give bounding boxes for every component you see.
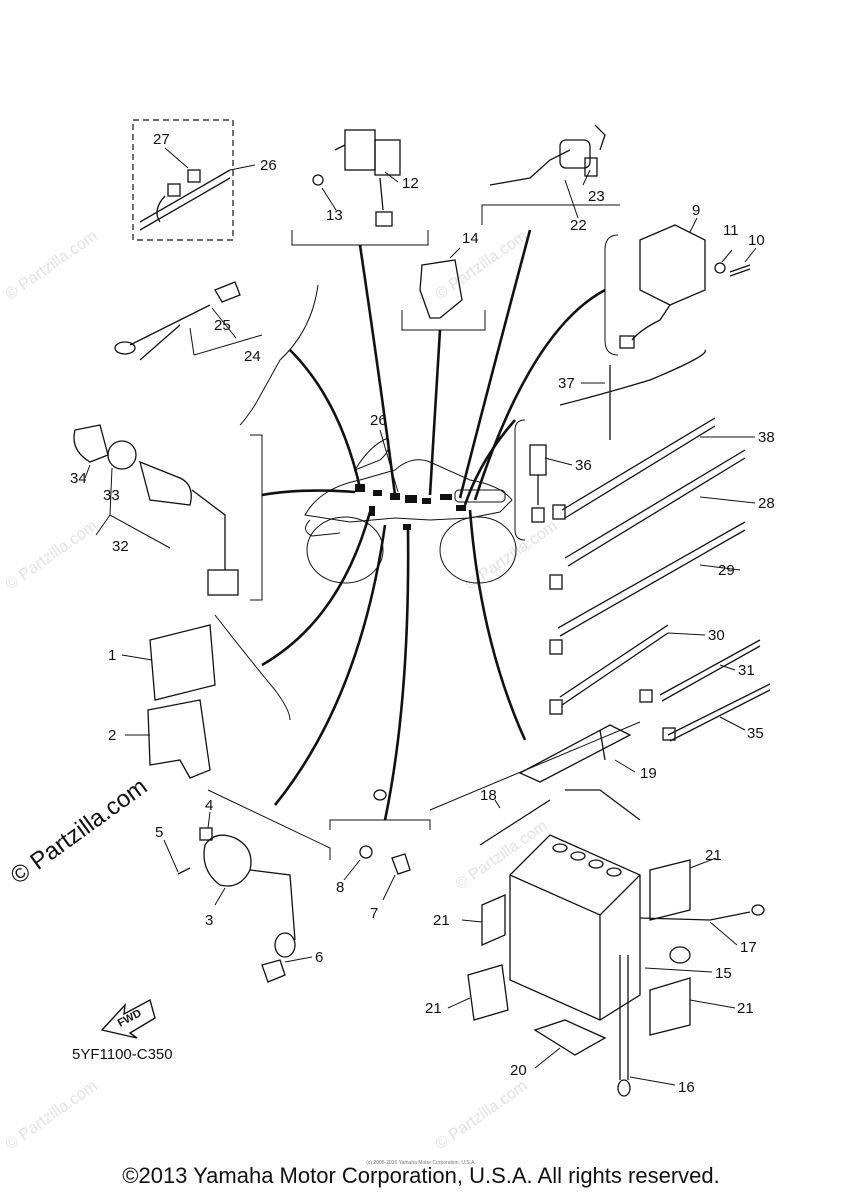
callout-6: 6: [315, 949, 323, 966]
callout-21: 21: [425, 1000, 442, 1017]
watermark: © Partzilla.com: [453, 818, 551, 894]
watermarks: © Partzilla.com © Partzilla.com © Partzi…: [3, 228, 561, 1154]
watermark: © Partzilla.com: [433, 1078, 531, 1154]
callout-21: 21: [433, 912, 450, 929]
callout-14: 14: [462, 230, 479, 247]
callout-13: 13: [326, 207, 343, 224]
callout-10: 10: [748, 232, 765, 249]
copyright-footer: ©2013 Yamaha Motor Corporation, U.S.A. A…: [122, 1163, 720, 1188]
small-copyright: (c) 2005-2016 Yamaha Motor Corporation, …: [366, 1160, 476, 1166]
callout-19: 19: [640, 765, 657, 782]
callout-28: 28: [758, 495, 775, 512]
callout-27: 27: [153, 131, 170, 148]
callout-21: 21: [737, 1000, 754, 1017]
callout-4: 4: [205, 797, 213, 814]
callout-35: 35: [747, 725, 764, 742]
callout-11: 11: [723, 222, 739, 239]
callout-17: 17: [740, 939, 757, 956]
callout-16: 16: [678, 1079, 695, 1096]
callout-21: 21: [705, 847, 722, 864]
callout-3: 3: [205, 912, 213, 929]
leader-lines: [84, 147, 757, 1086]
callout-38: 38: [758, 429, 775, 446]
callout-23: 23: [588, 188, 605, 205]
callout-12: 12: [402, 175, 419, 192]
diagram-code: 5YF1100-C350: [72, 1046, 173, 1063]
fwd-arrow-icon: FWD: [100, 998, 156, 1039]
callout-8: 8: [336, 879, 344, 896]
callout-30: 30: [708, 627, 725, 644]
callout-18: 18: [480, 787, 497, 804]
callout-24: 24: [244, 348, 261, 365]
atv-silhouette: [304, 437, 517, 584]
callout-34: 34: [70, 470, 87, 487]
callout-5: 5: [155, 824, 163, 841]
components: [73, 124, 771, 1097]
callout-15: 15: [715, 965, 732, 982]
callout-labels: 1 2 3 4 5 6 7 8 9 10 11 12 13 14 15 16 1…: [70, 131, 775, 1096]
callout-36: 36: [575, 457, 592, 474]
watermark: © Partzilla.com: [433, 228, 531, 304]
callout-7: 7: [370, 905, 378, 922]
callout-26: 26: [260, 157, 277, 174]
watermark: © Partzilla.com: [3, 518, 101, 594]
callout-9: 9: [692, 202, 700, 219]
callout-2: 2: [108, 727, 116, 744]
callout-1: 1: [108, 647, 116, 664]
callout-22: 22: [570, 217, 587, 234]
watermark: © Partzilla.com: [3, 228, 101, 304]
callout-37: 37: [558, 375, 575, 392]
callout-33: 33: [103, 487, 120, 504]
callout-20: 20: [510, 1062, 527, 1079]
group-brackets: [132, 119, 641, 860]
callout-25: 25: [214, 317, 231, 334]
partzilla-watermark: © Partzilla.com: [6, 773, 153, 890]
callout-31: 31: [738, 662, 755, 679]
watermark: © Partzilla.com: [3, 1078, 101, 1154]
watermark: © Partzilla.com: [463, 518, 561, 594]
callout-32: 32: [112, 538, 129, 555]
connector-wires: [261, 229, 606, 821]
callout-29: 29: [718, 562, 735, 579]
callout-26: 26: [370, 412, 387, 429]
